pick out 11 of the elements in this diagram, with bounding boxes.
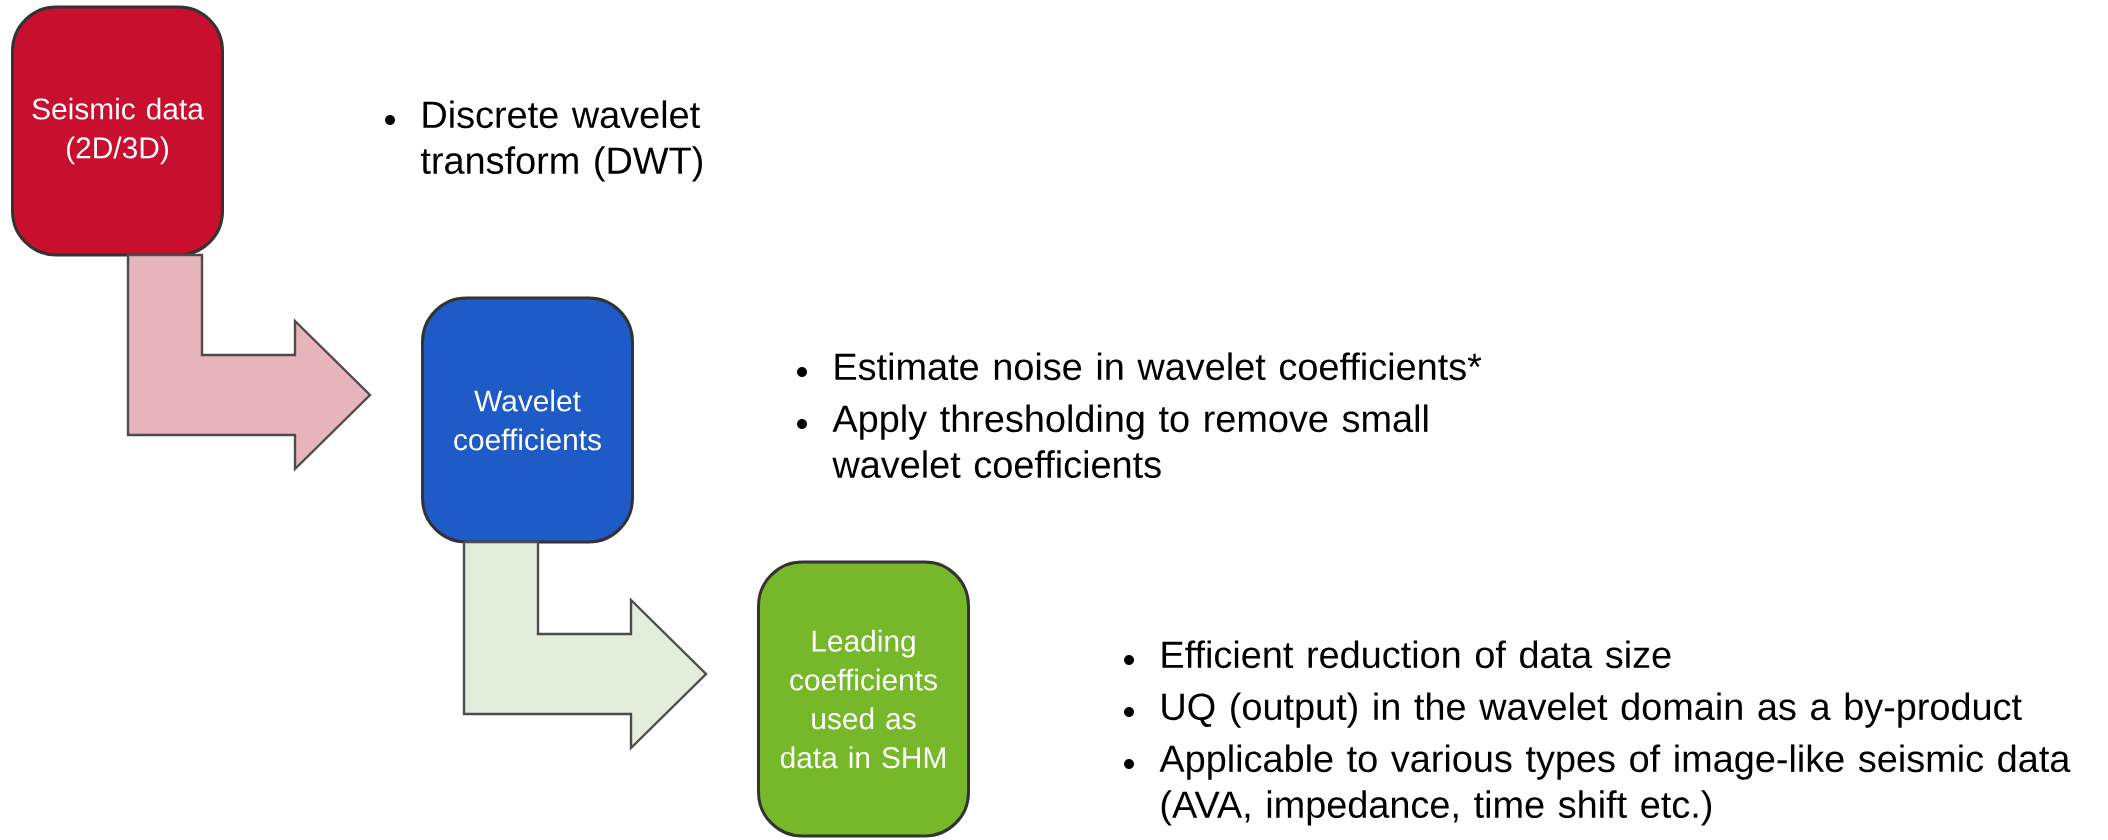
bullet-text: Discrete wavelet transform (DWT): [420, 100, 702, 182]
bullet-text: UQ (output) in the wavelet domain as a by-product: [1162, 692, 2022, 728]
process-box: Wavelet coefficients: [421, 296, 634, 544]
bullet-text: Apply thresholding to remove small wavelet coefficients: [832, 404, 1428, 479]
bent-arrow: [126, 253, 372, 472]
bullet-text: Efficient reduction of data size: [1162, 640, 1671, 669]
process-box: Seismic data (2D/3D): [11, 5, 224, 257]
process-box: Leading coefficients used as data in SHM: [757, 560, 970, 838]
bullet-text: Estimate noise in wavelet coefficients*: [835, 352, 1482, 381]
bent-arrow: [462, 540, 708, 751]
bullet-text: Applicable to various types of image-like seismic data (AVA, impedance, time shift etc.): [1159, 744, 2071, 826]
